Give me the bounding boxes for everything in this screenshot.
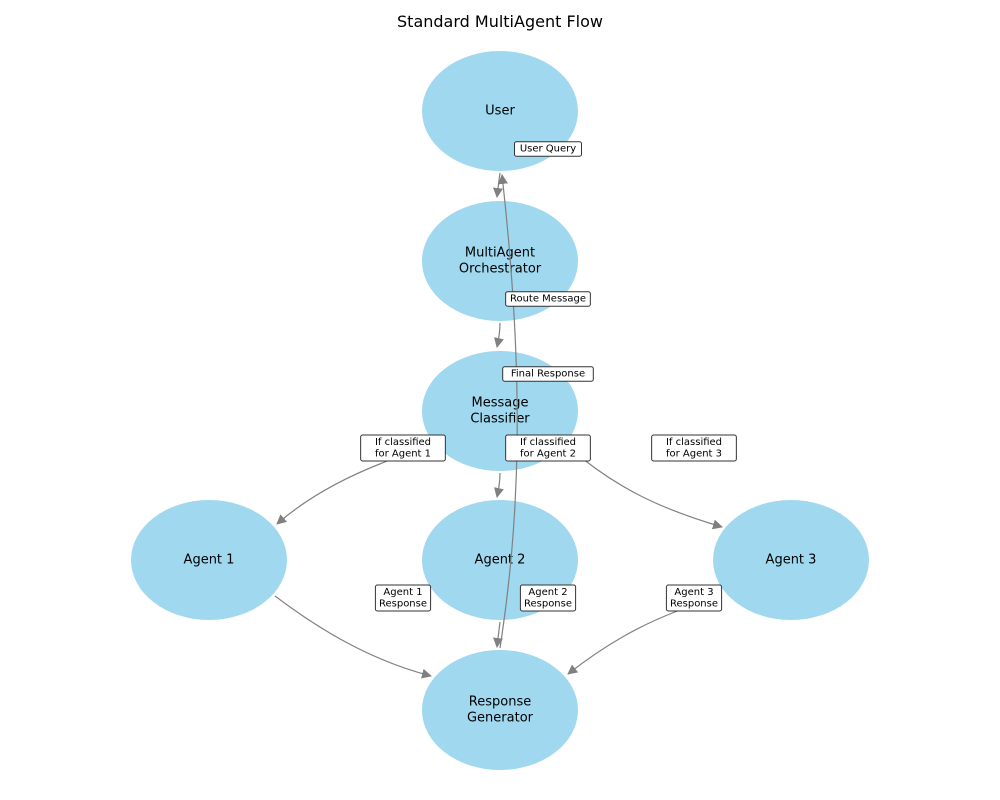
edge-label-text: User Query bbox=[520, 144, 576, 155]
edge-label-text: Agent 2 bbox=[528, 587, 567, 598]
edge-label-box bbox=[360, 434, 446, 462]
node-user-shape bbox=[422, 51, 578, 171]
edge-agent2-response bbox=[493, 621, 503, 648]
edge-label-text: for Agent 3 bbox=[666, 448, 722, 459]
edge-label-text: If classified bbox=[375, 437, 431, 448]
edge-label-box bbox=[665, 584, 723, 612]
node-user-label: User bbox=[485, 104, 515, 119]
edge-label-box bbox=[651, 434, 737, 462]
edge-label-text: Response bbox=[524, 598, 572, 609]
edge-label-text: for Agent 2 bbox=[520, 448, 576, 459]
node-agent2-label: Agent 2 bbox=[475, 553, 526, 568]
node-agent3-shape bbox=[713, 500, 869, 620]
edge-classified-agent2 bbox=[494, 472, 504, 498]
edge-label-text: Final Response bbox=[511, 369, 585, 380]
node-agent1-label: Agent 1 bbox=[184, 553, 235, 568]
edge-label-box bbox=[514, 141, 582, 157]
node-generator-label: Response bbox=[469, 695, 531, 710]
edge-route-message bbox=[494, 322, 504, 348]
edge-classified-agent1 bbox=[276, 459, 391, 525]
edge-label-text: Response bbox=[670, 598, 718, 609]
edge-label-text: If classified bbox=[520, 437, 576, 448]
diagram-title: Standard MultiAgent Flow bbox=[397, 12, 603, 31]
edge-label-box bbox=[502, 366, 594, 382]
edge-label-text: for Agent 1 bbox=[375, 448, 431, 459]
edge-label-box bbox=[505, 434, 591, 462]
edge-label-text: Agent 1 bbox=[383, 587, 422, 598]
node-generator-shape bbox=[422, 650, 578, 770]
edge-classified-agent3 bbox=[582, 458, 723, 530]
edge-label-text: Response bbox=[379, 598, 427, 609]
edge-label-box bbox=[519, 584, 577, 612]
node-agent1-shape bbox=[131, 500, 287, 620]
edge-user-query bbox=[493, 172, 503, 198]
node-orchestrator-label: Orchestrator bbox=[459, 262, 542, 277]
edge-label-text: If classified bbox=[666, 437, 722, 448]
node-agent1: Agent 1 bbox=[131, 500, 287, 620]
node-classifier-label: Message bbox=[472, 396, 529, 411]
node-user: User bbox=[422, 51, 578, 171]
node-orchestrator-label: MultiAgent bbox=[465, 246, 535, 261]
edge-label-box bbox=[374, 584, 432, 612]
edge-label-final-response: Final Response bbox=[502, 366, 594, 382]
node-orchestrator-shape bbox=[422, 201, 578, 321]
edge-label-route-message: Route Message bbox=[505, 291, 591, 307]
edge-label-user-query: User Query bbox=[514, 141, 582, 157]
edge-label-box bbox=[505, 291, 591, 307]
node-agent3: Agent 3 bbox=[713, 500, 869, 620]
node-agent3-label: Agent 3 bbox=[766, 553, 817, 568]
node-generator-label: Generator bbox=[467, 711, 534, 726]
node-classifier-label: Classifier bbox=[470, 412, 530, 427]
edge-agent1-response bbox=[274, 595, 432, 679]
edge-agent3-response bbox=[567, 609, 681, 675]
edge-label-text: Route Message bbox=[510, 294, 586, 305]
edge-label-text: Agent 3 bbox=[674, 587, 713, 598]
